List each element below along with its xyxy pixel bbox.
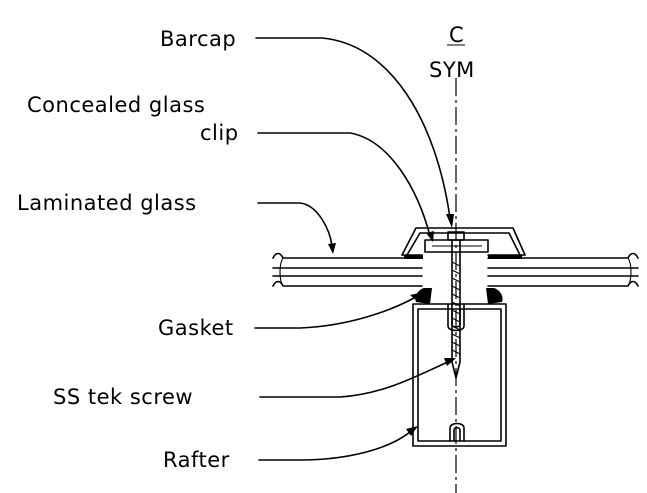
concealed-clip-label-line1: Concealed glass xyxy=(27,93,205,117)
gasket-label: Gasket xyxy=(158,316,234,340)
ss-tek-screw xyxy=(447,231,465,379)
laminated-glass-right xyxy=(487,252,639,287)
bottom-gaskets xyxy=(415,288,503,304)
sym-label: SYM xyxy=(429,58,475,82)
centerline xyxy=(447,44,465,493)
screw-label: SS tek screw xyxy=(53,385,193,409)
leader-lines xyxy=(254,37,456,461)
rafter-label: Rafter xyxy=(163,448,230,472)
laminated-glass-label: Laminated glass xyxy=(17,191,197,215)
concealed-glass-clip xyxy=(424,239,489,253)
barcap-label: Barcap xyxy=(160,27,236,51)
laminated-glass-left xyxy=(272,252,423,287)
concealed-clip-label-line2: clip xyxy=(200,121,239,145)
top-gasket xyxy=(404,255,522,259)
centerline-label: C xyxy=(449,23,464,47)
